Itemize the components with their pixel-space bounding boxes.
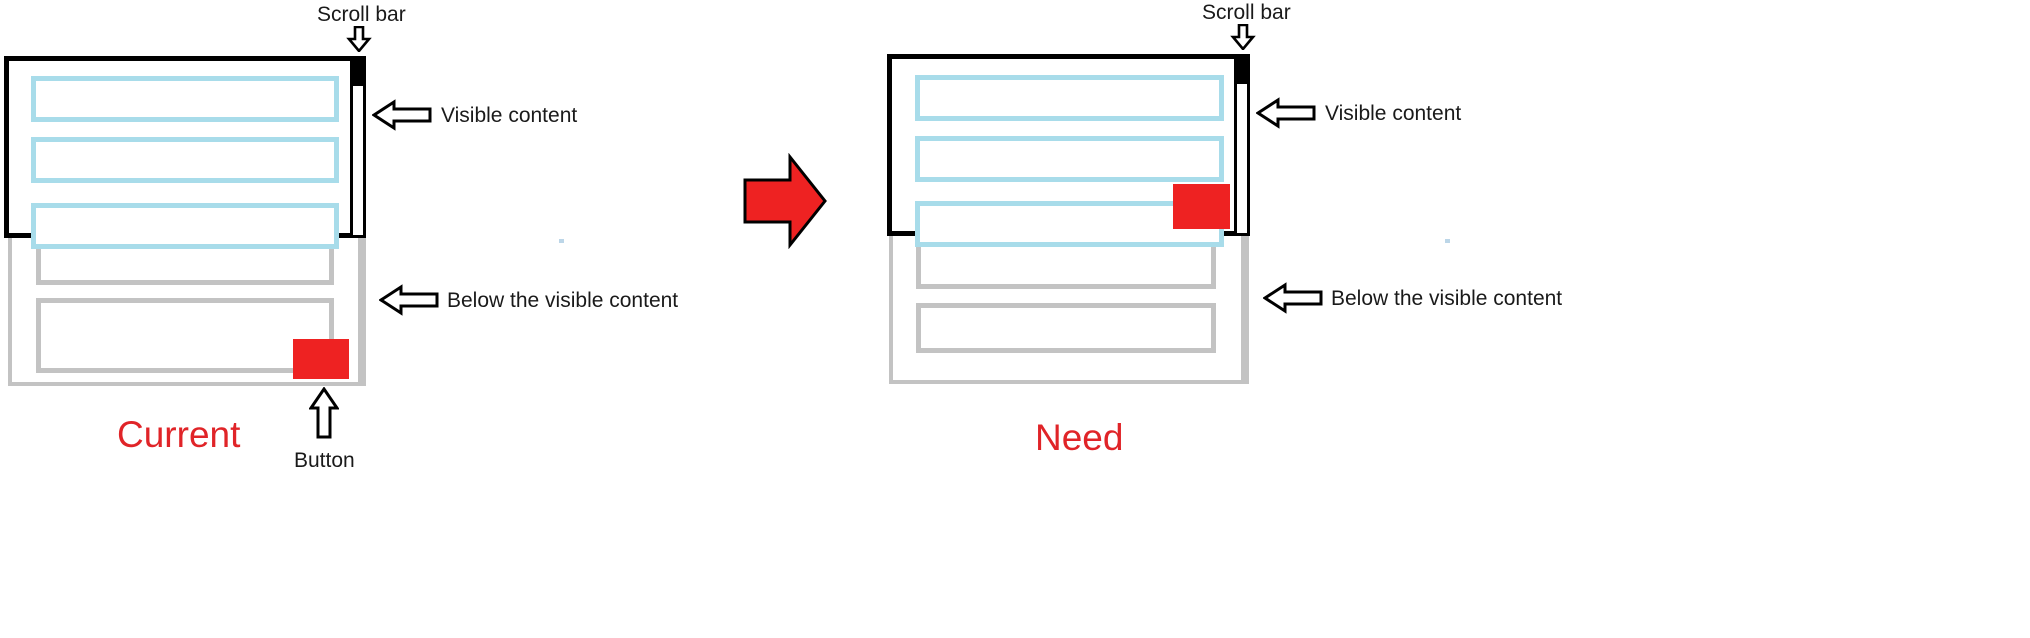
- scan-artifact-dot-left: [559, 239, 564, 243]
- scroll-bar-down-arrow-icon: [346, 25, 372, 54]
- button-label: Button: [294, 449, 355, 472]
- list-item-below-1-need[interactable]: [916, 241, 1216, 289]
- visible-content-left-arrow-icon: [371, 99, 432, 131]
- visible-content-label: Visible content: [441, 104, 578, 127]
- below-visible-content-label-need: Below the visible content: [1331, 287, 1563, 310]
- panel-need: Scroll bar Visible content: [880, 0, 2030, 638]
- below-visible-content-left-arrow-icon: [378, 284, 439, 316]
- caption-need: Need: [1035, 417, 1124, 458]
- list-item-visible-3-need[interactable]: [915, 201, 1224, 247]
- list-item-visible-1[interactable]: [31, 76, 339, 122]
- panel-current: Scroll bar Visible content: [0, 0, 700, 638]
- visible-content-label-need: Visible content: [1325, 102, 1462, 125]
- below-visible-content-left-arrow-icon-need: [1262, 282, 1323, 314]
- list-item-below-2-need[interactable]: [916, 303, 1216, 353]
- scrollbar-track-below-need: [1241, 236, 1248, 384]
- list-item-visible-1-need[interactable]: [915, 75, 1224, 121]
- scroll-bar-down-arrow-icon-need: [1230, 23, 1256, 52]
- scrollbar-thumb-current[interactable]: [350, 56, 366, 86]
- scroll-bar-label: Scroll bar: [317, 3, 406, 26]
- scan-artifact-dot-right: [1445, 239, 1450, 243]
- list-item-visible-2-need[interactable]: [915, 136, 1224, 182]
- list-item-below-2[interactable]: [36, 298, 334, 373]
- submit-button-need[interactable]: [1173, 184, 1230, 229]
- scrollbar-thumb-need[interactable]: [1234, 54, 1250, 84]
- transition-arrow-icon: [742, 152, 828, 250]
- visible-content-left-arrow-icon-need: [1255, 97, 1316, 129]
- submit-button-current[interactable]: [293, 339, 349, 379]
- list-item-visible-3[interactable]: [31, 203, 339, 249]
- scroll-bar-label-need: Scroll bar: [1202, 1, 1291, 24]
- list-item-visible-2[interactable]: [31, 137, 339, 183]
- button-up-arrow-icon: [308, 386, 340, 439]
- caption-current: Current: [117, 414, 241, 455]
- list-item-below-1[interactable]: [36, 243, 334, 285]
- below-visible-content-label: Below the visible content: [447, 289, 679, 312]
- scrollbar-track-below-current: [358, 238, 365, 386]
